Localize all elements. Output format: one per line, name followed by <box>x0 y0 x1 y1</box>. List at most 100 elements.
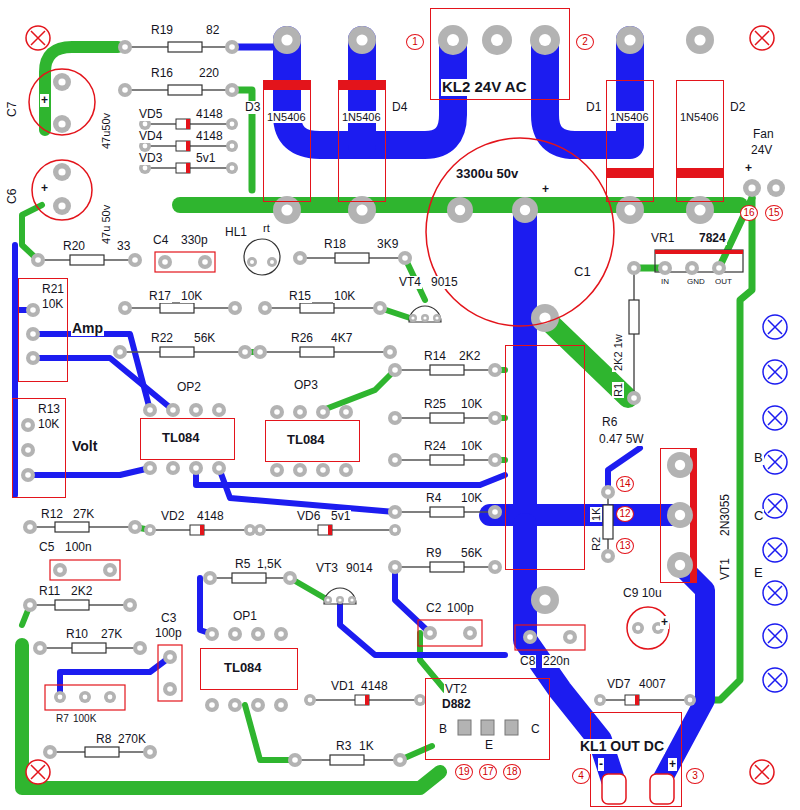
part-value: 4148 <box>195 108 224 121</box>
drill-hole <box>467 630 473 636</box>
part-label: 7824 <box>698 232 727 245</box>
solder-pad <box>594 694 606 706</box>
mounting-hole <box>750 760 774 784</box>
solder-pad <box>274 627 288 641</box>
part-value: 4148 <box>195 130 224 143</box>
drill-hole <box>662 265 668 271</box>
drill-hole <box>257 349 263 355</box>
part-name: R18 <box>323 238 347 251</box>
resistor-symbol <box>603 505 613 539</box>
solder-pad <box>53 163 71 181</box>
drill-hole <box>229 87 235 93</box>
drill-hole <box>688 698 693 703</box>
mounting-hole <box>763 581 787 605</box>
solder-pad <box>523 630 537 644</box>
part-value: 10K <box>333 290 356 303</box>
drill-hole <box>772 184 779 191</box>
solder-pad <box>686 196 714 224</box>
resistor-symbol <box>330 755 364 765</box>
part-label: R6 <box>601 416 618 429</box>
solder-pad <box>601 485 615 499</box>
part-label: TL084 <box>161 431 201 445</box>
drill-hole <box>147 749 153 755</box>
solder-pad <box>388 363 402 377</box>
drill-hole <box>132 257 138 263</box>
drill-hole <box>122 87 128 93</box>
solder-pad <box>273 26 301 54</box>
cathode-band <box>200 525 204 535</box>
drill-hole <box>716 265 722 271</box>
silkscreen <box>26 26 787 804</box>
transistor-pin <box>458 720 471 735</box>
drill-hole <box>636 626 641 631</box>
drill-hole <box>143 122 148 127</box>
transistor-pin <box>481 720 494 735</box>
mounting-hole <box>763 360 787 384</box>
solder-pad <box>226 162 238 174</box>
solder-pad <box>393 753 407 767</box>
drill-hole <box>35 257 41 263</box>
solder-pad <box>304 694 316 706</box>
capacitor-symbol <box>515 625 585 650</box>
solder-pad <box>348 196 376 224</box>
callout-number: 14 <box>616 476 634 492</box>
part-name: R10 <box>65 628 89 641</box>
copper-trace <box>28 468 150 475</box>
terminal-block: KL2 24V AC <box>430 8 570 100</box>
solder-pad <box>388 505 402 519</box>
drill-hole <box>326 598 329 601</box>
solder-pad <box>482 25 512 55</box>
solder-pad <box>23 520 37 534</box>
drill-hole <box>58 695 63 700</box>
drill-hole <box>343 467 349 473</box>
part-value: 330p <box>180 234 209 247</box>
drill-hole <box>30 307 36 313</box>
solder-pad <box>270 405 284 419</box>
solder-pad <box>616 196 644 224</box>
drill-hole <box>232 631 238 637</box>
solder-pad <box>531 586 559 614</box>
part-name: VT3 <box>315 562 339 575</box>
potentiometer-symbol <box>45 685 125 710</box>
solder-pad <box>339 463 353 477</box>
solder-pad <box>258 301 272 315</box>
drill-hole <box>350 598 353 601</box>
part-label: B <box>438 723 448 736</box>
solder-pad <box>767 179 785 197</box>
solder-pad <box>226 118 238 130</box>
drill-hole <box>598 698 603 703</box>
resistor-symbol <box>55 522 89 532</box>
callout-number: 3 <box>686 768 704 784</box>
copper-trace <box>287 40 453 145</box>
diode-outline: D31N5406 <box>263 80 311 202</box>
diode-symbol <box>176 163 190 173</box>
part-label: E <box>484 739 494 752</box>
solder-pad <box>293 463 307 477</box>
part-label: 3300u 50v <box>455 167 519 181</box>
solder-pad <box>33 641 47 655</box>
mounting-hole <box>763 406 787 430</box>
part-name: R4 <box>425 492 442 505</box>
drill-hole <box>270 260 274 264</box>
solder-pad <box>228 698 242 712</box>
mounting-cross <box>31 31 45 45</box>
solder-pad <box>388 453 402 467</box>
part-name: C8 <box>519 655 536 668</box>
transistor-symbol <box>324 588 356 604</box>
drill-hole <box>492 509 498 515</box>
resistor-symbol <box>168 85 202 95</box>
solder-pad <box>712 261 726 275</box>
drill-hole <box>274 467 280 473</box>
drill-hole <box>216 465 222 471</box>
part-name: R2 <box>590 536 602 552</box>
drill-hole <box>320 409 326 415</box>
callout-number: 13 <box>616 538 634 554</box>
solder-pad <box>143 461 157 475</box>
capacitor-symbol <box>418 620 482 646</box>
drill-hole <box>356 34 367 45</box>
drill-hole <box>30 331 36 337</box>
drill-hole <box>392 509 398 515</box>
copper-trace <box>348 40 376 145</box>
part-label: D2 <box>729 101 746 114</box>
drill-hole <box>58 202 65 209</box>
